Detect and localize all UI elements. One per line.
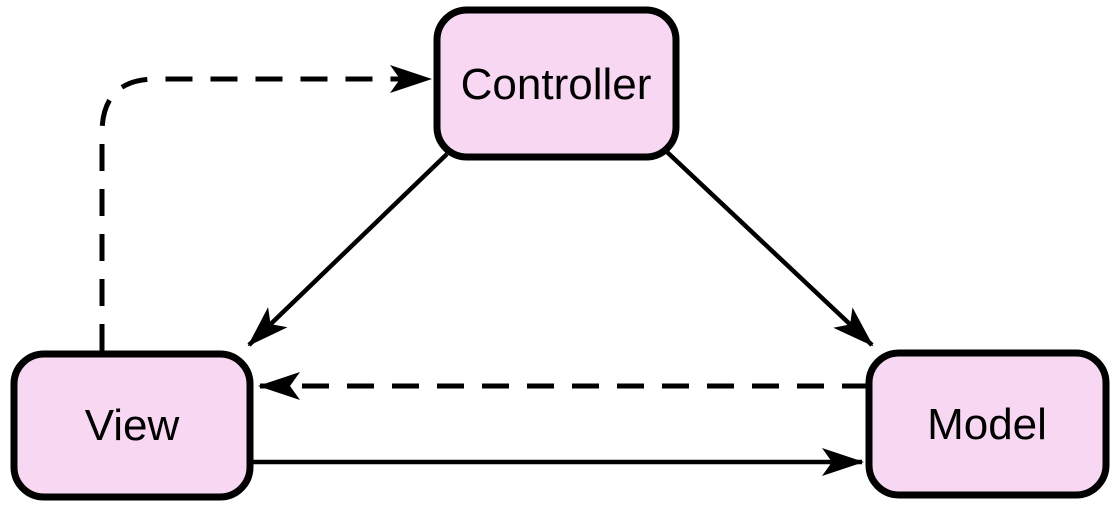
node-view-label: View	[85, 401, 180, 450]
node-view-box	[10, 350, 254, 501]
node-controller-box	[433, 6, 680, 161]
node-model: Model	[865, 349, 1110, 499]
edge-controller-to-model-solid	[665, 150, 874, 347]
node-view: View	[10, 350, 254, 501]
node-controller: Controller	[433, 6, 680, 161]
edge-controller-to-view-solid	[247, 152, 449, 347]
node-model-box	[865, 349, 1110, 499]
node-model-label: Model	[927, 400, 1047, 449]
node-controller-label: Controller	[461, 60, 652, 109]
